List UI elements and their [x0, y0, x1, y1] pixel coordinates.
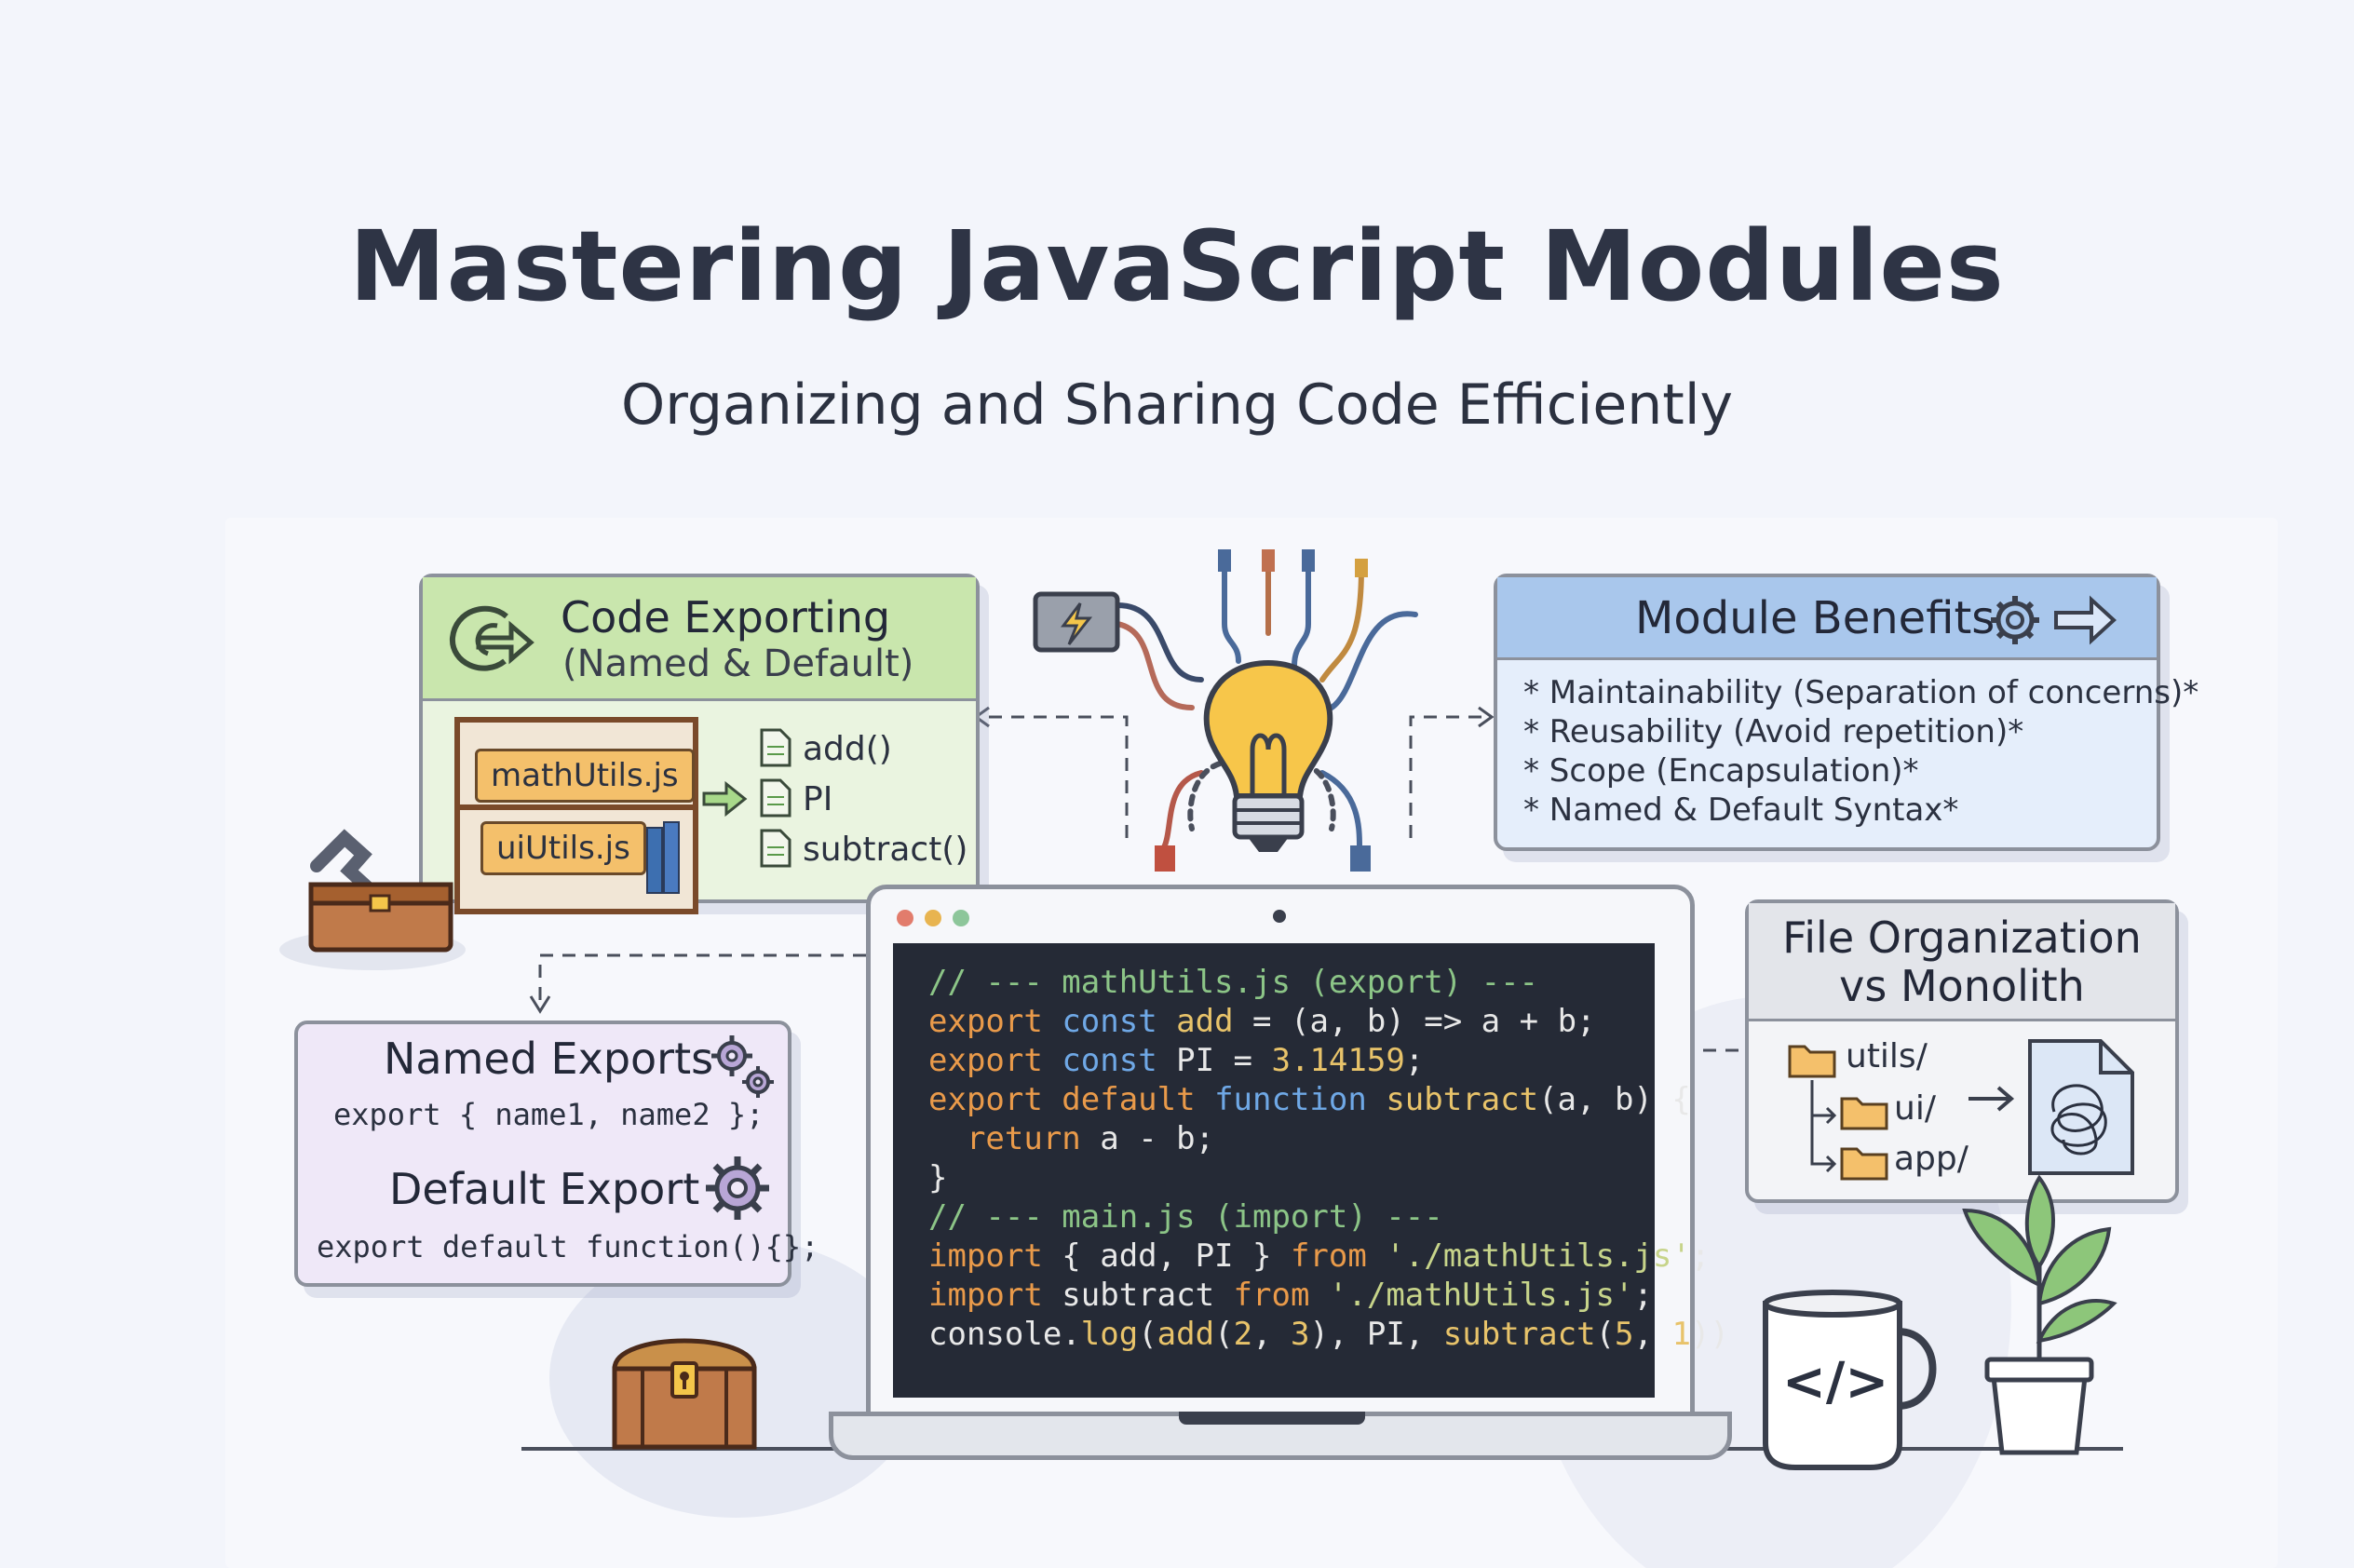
file-organization-card: File Organization vs Monolith utils/ ui/… — [1745, 899, 2179, 1203]
folder-icon — [1788, 1045, 1836, 1078]
document-icons — [760, 728, 791, 868]
export-item-subtract: subtract() — [803, 831, 968, 869]
code-line-6: } — [928, 1159, 948, 1196]
folder-utils: utils/ — [1846, 1037, 1928, 1075]
monolith-file-icon — [2028, 1039, 2134, 1175]
arrow-right-icon — [702, 780, 748, 818]
default-export-code: export default function(){}; — [317, 1229, 819, 1264]
file-organization-title-1: File Organization — [1782, 912, 2142, 963]
laptop-notch — [1179, 1412, 1365, 1425]
folder-tree — [1788, 1045, 1888, 1181]
export-item-pi: PI — [803, 780, 833, 818]
folder-app: app/ — [1894, 1140, 1968, 1178]
lightbulb-icon — [1115, 549, 1418, 872]
benefit-item-3: * Scope (Encapsulation)* — [1523, 752, 1919, 790]
window-close-dot — [897, 910, 913, 926]
code-line-1: // --- mathUtils.js (export) --- — [928, 964, 1539, 1001]
window-minimize-dot — [925, 910, 941, 926]
code-exporting-card: Code Exporting (Named & Default) mathUti… — [419, 574, 980, 914]
benefit-item-2: * Reusability (Avoid repetition)* — [1523, 713, 2024, 750]
treasure-chest-icon — [612, 1338, 757, 1450]
code-line-10: console.log(add(2, 3), PI, subtract(5, 1… — [928, 1316, 1729, 1353]
benefit-item-1: * Maintainability (Separation of concern… — [1523, 674, 2199, 711]
code-exporting-subtitle: (Named & Default) — [562, 642, 914, 685]
code-line-2: export const add = (a, b) => a + b; — [928, 1003, 1596, 1040]
gear-arrow-icon — [1991, 595, 2117, 645]
code-line-7: // --- main.js (import) --- — [928, 1198, 1443, 1236]
benefit-item-4: * Named & Default Syntax* — [1523, 791, 1959, 829]
code-line-5: return a - b; — [966, 1120, 1215, 1157]
toolbox-icon — [308, 829, 453, 953]
export-item-add: add() — [803, 730, 892, 768]
module-benefits-card: Module Benefits * Maintainability (Separ… — [1494, 574, 2198, 851]
coffee-mug-icon — [1763, 1290, 1937, 1470]
battery-icon — [1033, 591, 1120, 653]
page-subtitle: Organizing and Sharing Code Efficiently — [621, 372, 1733, 438]
module-benefits-title: Module Benefits — [1635, 592, 1995, 644]
arrow-right-icon — [1968, 1086, 2015, 1112]
webcam — [1273, 910, 1286, 923]
gears-icon — [711, 1035, 774, 1098]
page-title: Mastering JavaScript Modules — [349, 210, 2005, 323]
default-export-title: Default Export — [389, 1164, 700, 1214]
module-benefits-header — [1497, 577, 2157, 660]
code-exporting-title: Code Exporting — [561, 592, 891, 642]
laptop: // --- mathUtils.js (export) --- export … — [866, 885, 1729, 1440]
code-line-3: export const PI = 3.14159; — [928, 1042, 1425, 1079]
plant-icon — [1962, 1174, 2117, 1455]
file-mathutils: mathUtils.js — [475, 749, 695, 803]
code-line-8: import { add, PI } from './mathUtils.js'… — [928, 1237, 1711, 1275]
file-uiutils: uiUtils.js — [480, 821, 646, 875]
file-organization-header — [1749, 903, 2175, 1021]
named-exports-code: export { name1, name2 }; — [333, 1097, 764, 1132]
code-editor-screen: // --- mathUtils.js (export) --- export … — [893, 943, 1729, 1398]
named-default-card: Named Exports export { name1, name2 }; D… — [294, 1021, 818, 1287]
gear-icon — [706, 1156, 769, 1220]
mug-code-label: </> — [1782, 1352, 1889, 1413]
export-arrow-icon — [449, 605, 534, 671]
folder-ui: ui/ — [1894, 1089, 1936, 1128]
code-line-4: export default function subtract(a, b) { — [928, 1081, 1691, 1118]
file-organization-title-2: vs Monolith — [1839, 961, 2085, 1011]
bookshelf — [454, 717, 698, 914]
named-exports-title: Named Exports — [384, 1034, 714, 1084]
window-maximize-dot — [953, 910, 969, 926]
code-line-9: import subtract from './mathUtils.js'; — [928, 1277, 1653, 1314]
